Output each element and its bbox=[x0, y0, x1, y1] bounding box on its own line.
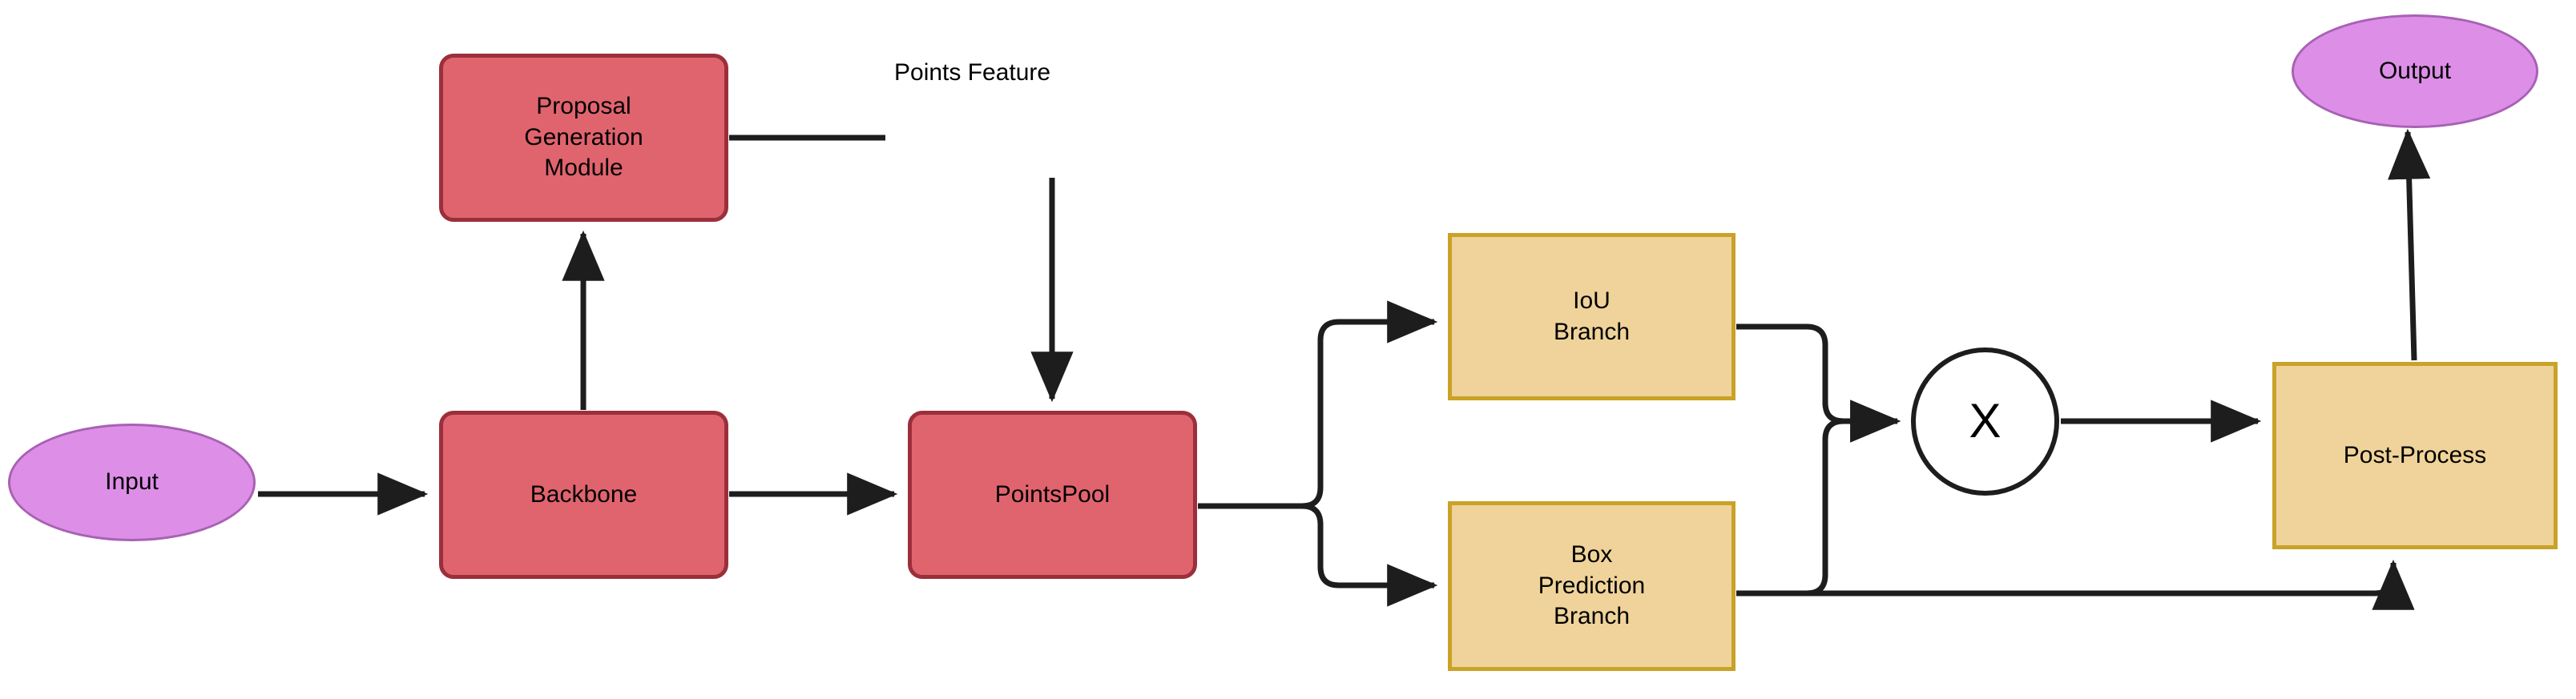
edge-iou-branch-to-multiply-operator bbox=[1736, 323, 1901, 443]
node-multiply-operator[interactable]: X bbox=[1911, 347, 2059, 496]
node-proposal-generation-module-label: Proposal Generation Module bbox=[524, 93, 643, 182]
points-feature-label-text: Points Feature bbox=[894, 59, 1051, 86]
node-input[interactable]: Input bbox=[8, 424, 256, 541]
node-multiply-operator-label: X bbox=[1969, 394, 2002, 448]
node-iou-branch-label: IoU Branch bbox=[1553, 287, 1631, 345]
node-pointspool[interactable]: PointsPool bbox=[908, 411, 1197, 579]
node-proposal-generation-module[interactable]: Proposal Generation Module bbox=[439, 54, 728, 222]
edge-box-prediction-branch-to-post-process bbox=[1736, 559, 2415, 610]
node-backbone[interactable]: Backbone bbox=[439, 411, 728, 579]
edge-pointspool-to-iou-branch bbox=[1198, 300, 1438, 509]
node-output[interactable]: Output bbox=[2292, 14, 2538, 128]
node-backbone-label: Backbone bbox=[530, 480, 638, 508]
edge-pointspool-to-box-prediction-branch bbox=[1198, 503, 1438, 607]
edge-box-prediction-branch-to-multiply-operator bbox=[1736, 400, 1901, 597]
node-output-label: Output bbox=[2378, 57, 2452, 84]
node-post-process-label: Post-Process bbox=[2343, 441, 2487, 468]
node-box-prediction-branch[interactable]: Box Prediction Branch bbox=[1448, 501, 1735, 671]
node-input-label: Input bbox=[105, 468, 159, 496]
node-post-process[interactable]: Post-Process bbox=[2272, 362, 2558, 549]
points-feature-label: Points Feature bbox=[889, 59, 1056, 86]
edge-post-process-to-output bbox=[2388, 128, 2431, 361]
node-pointspool-label: PointsPool bbox=[994, 480, 1111, 508]
node-iou-branch[interactable]: IoU Branch bbox=[1448, 233, 1735, 400]
node-box-prediction-branch-label: Box Prediction Branch bbox=[1538, 541, 1646, 630]
